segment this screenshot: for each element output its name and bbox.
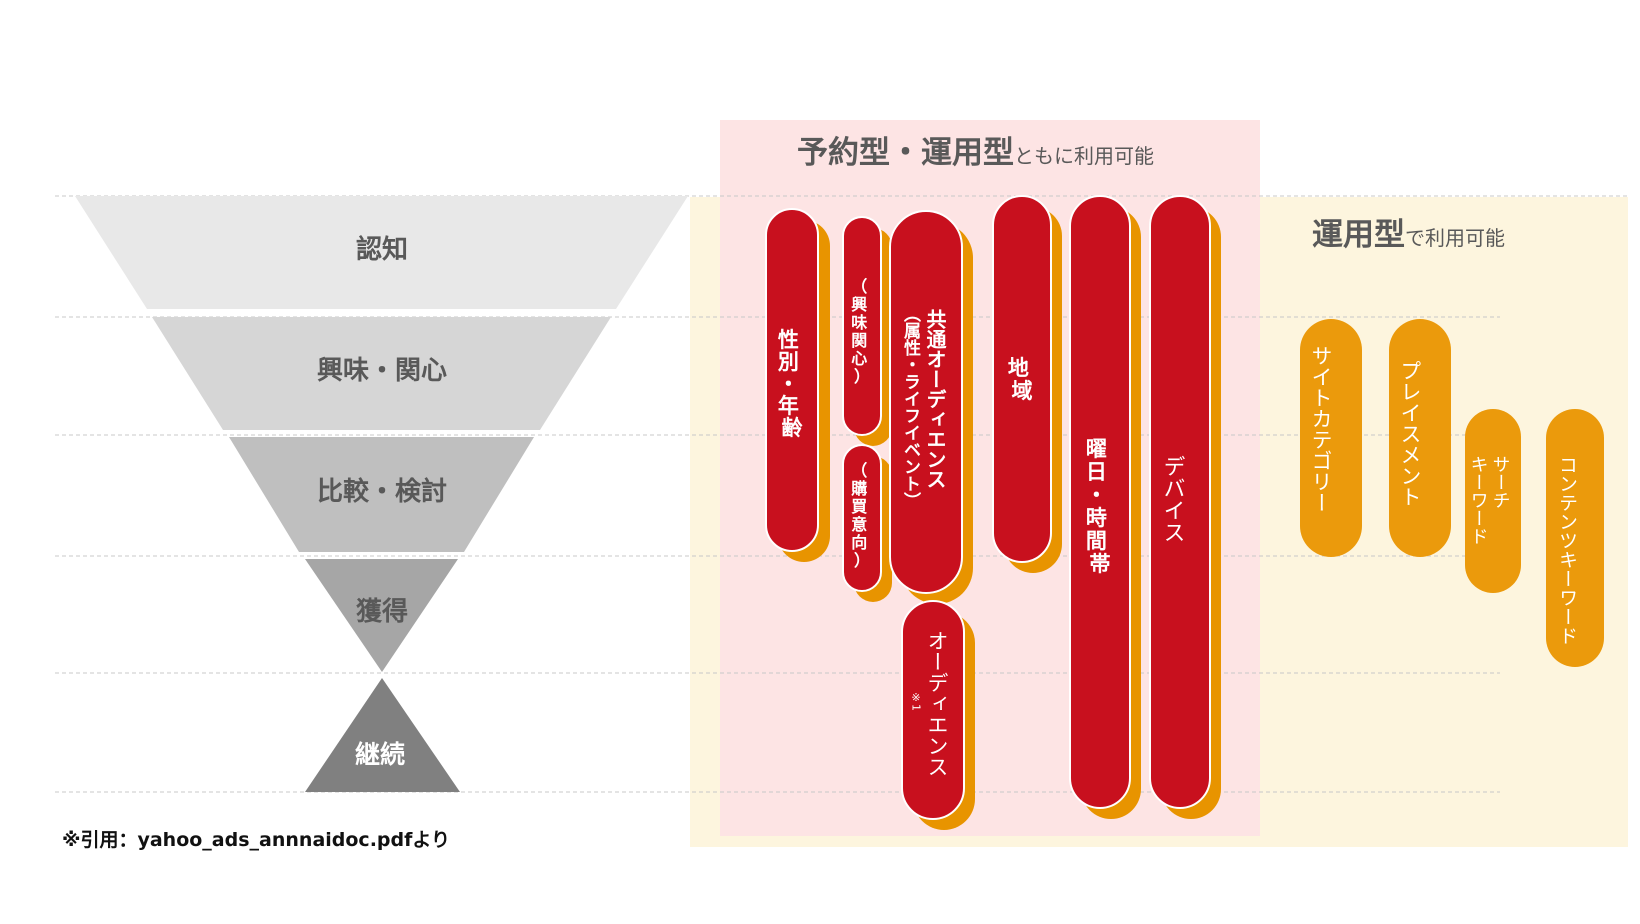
funnel: 認知 興味・関心 比較・検討 獲得 継続 xyxy=(75,196,688,792)
pill-day-time-label: 曜 日 ・ 時 間 帯 xyxy=(1086,437,1114,576)
source-footnote: ※引用：yahoo_ads_annnaidoc.pdfより xyxy=(62,829,450,851)
pill-content-keyword-label: コンテンツキーワード xyxy=(1556,455,1578,645)
pill-placement: プレイスメント xyxy=(1389,319,1451,557)
pill-audience: オーディエンス ※1 xyxy=(901,600,975,830)
funnel-stage-retention xyxy=(305,678,460,792)
operation-section-title: 運用型で利用可能 xyxy=(1312,217,1505,253)
pill-common-audience: 共通オーディエンス （属性・ライフイベント） xyxy=(889,210,973,604)
pill-search-keyword-line2: キーワード xyxy=(1468,455,1489,545)
pill-purchase-intent-label: （ 購 買 意 向 ） xyxy=(850,461,873,570)
pill-device: デバイス xyxy=(1149,195,1221,819)
pill-placement-label: プレイスメント xyxy=(1398,360,1422,507)
pill-day-time: 曜 日 ・ 時 間 帯 xyxy=(1069,195,1141,819)
pill-region: 地 域 xyxy=(992,195,1062,573)
pill-gender-age: 性 別 ・ 年 齢 xyxy=(765,208,830,562)
reservation-title-main: 予約型・運用型 xyxy=(797,135,1014,171)
pill-region-label: 地 域 xyxy=(1008,356,1036,403)
pill-device-label: デバイス xyxy=(1160,455,1185,543)
funnel-label-retention: 継続 xyxy=(355,740,405,769)
funnel-stage-interest xyxy=(152,317,611,430)
pill-content-keyword: コンテンツキーワード xyxy=(1546,409,1604,667)
pill-common-audience-line2: （属性・ライフイベント） xyxy=(900,305,921,509)
pill-site-category-label: サイトカテゴリー xyxy=(1309,345,1333,513)
funnel-stage-comparison xyxy=(229,437,534,552)
funnel-label-interest: 興味・関心 xyxy=(317,356,447,386)
pill-search-keyword-line1: サーチ xyxy=(1490,455,1511,509)
red-targeting-group: 性 別 ・ 年 齢 （ 興 味 関 心 ） （ xyxy=(765,195,1221,830)
pill-interest: （ 興 味 関 心 ） xyxy=(842,216,892,446)
pill-audience-note: ※1 xyxy=(910,691,923,711)
operation-title-main: 運用型 xyxy=(1312,217,1405,253)
funnel-label-comparison: 比較・検討 xyxy=(317,476,447,507)
pill-site-category: サイトカテゴリー xyxy=(1300,319,1362,557)
pill-common-audience-line1: 共通オーディエンス xyxy=(923,309,947,489)
funnel-label-awareness: 認知 xyxy=(356,234,408,265)
pill-interest-label: （ 興 味 関 心 ） xyxy=(851,277,873,386)
reservation-title-sub: ともに利用可能 xyxy=(1014,144,1154,168)
funnel-stage-acquisition xyxy=(305,559,458,672)
pill-purchase-intent: （ 購 買 意 向 ） xyxy=(842,444,892,602)
pill-gender-age-label: 性 別 ・ 年 齢 xyxy=(778,328,806,440)
operation-title-sub: で利用可能 xyxy=(1405,226,1505,250)
orange-targeting-group: サイトカテゴリー プレイスメント サーチ キーワード コンテンツキーワード xyxy=(1300,319,1604,667)
reservation-section-title: 予約型・運用型ともに利用可能 xyxy=(797,135,1154,171)
pill-search-keyword: サーチ キーワード xyxy=(1465,409,1521,593)
funnel-label-acquisition: 獲得 xyxy=(356,597,408,627)
pill-audience-label: オーディエンス xyxy=(925,630,949,777)
funnel-stage-awareness xyxy=(75,196,688,309)
